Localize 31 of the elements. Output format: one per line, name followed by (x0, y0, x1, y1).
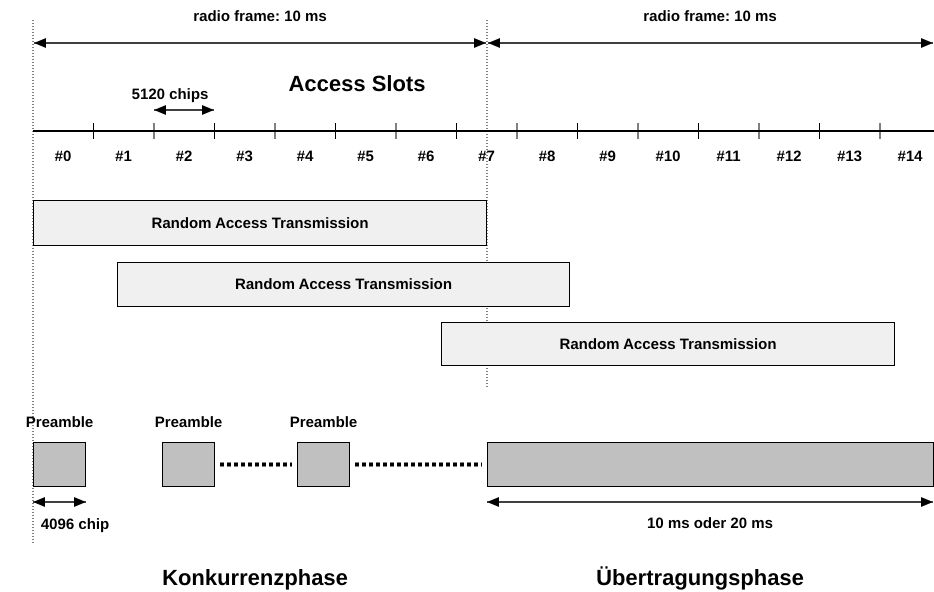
slot-number: #8 (538, 148, 556, 166)
slot-number: #2 (176, 148, 192, 166)
slot-number: #10 (655, 148, 681, 166)
slot-number: #13 (836, 148, 862, 166)
slot-number: #7 (478, 148, 495, 166)
preamble-label: Preamble (26, 414, 94, 431)
transmission-bar: Random Access Transmission (117, 262, 570, 307)
slot-length-label: 5120 chips (132, 86, 208, 104)
phase-label: Übertragungsphase (596, 566, 804, 590)
slot-number: #12 (776, 148, 802, 166)
frame-duration-label: radio frame: 10 ms (643, 8, 777, 26)
slot-number: #5 (357, 148, 374, 166)
slot-number: #6 (418, 148, 434, 166)
phase-label: Konkurrenzphase (162, 566, 348, 590)
slot-number: #3 (236, 148, 253, 166)
preamble-label: Preamble (154, 414, 222, 431)
transmission-length-label: 10 ms oder 20 ms (647, 516, 773, 532)
slot-number: #9 (599, 148, 616, 166)
transmission-bar: Random Access Transmission (33, 200, 487, 246)
dotted-connector (355, 462, 482, 466)
slot-number: #0 (54, 148, 72, 166)
slot-number: #4 (296, 148, 314, 166)
slot-number: #1 (115, 148, 132, 166)
slot-number: #14 (897, 148, 923, 166)
preamble-label: Preamble (290, 414, 358, 431)
axis-title: Access Slots (288, 72, 426, 96)
transmission-bar: Random Access Transmission (441, 322, 895, 366)
preamble-length-label: 4096 chip (40, 516, 110, 534)
slot-number: #11 (716, 148, 741, 166)
dotted-connector (220, 462, 292, 466)
frame-duration-label: radio frame: 10 ms (193, 8, 327, 26)
